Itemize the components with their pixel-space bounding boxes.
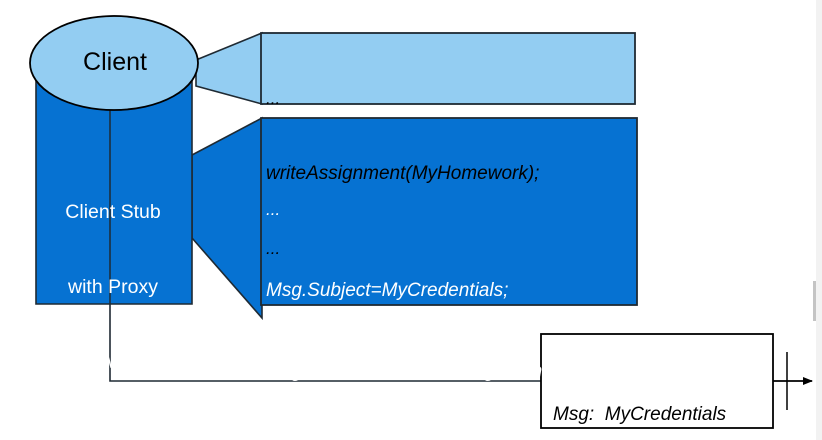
client-ellipse[interactable] (29, 15, 199, 111)
right-edge-gradient-strip (816, 0, 822, 440)
message-box[interactable] (540, 333, 774, 429)
client-code-callout-box[interactable] (260, 32, 636, 105)
client-callout-tail (195, 31, 263, 106)
stub-code-callout-box[interactable] (260, 117, 638, 306)
stub-callout-tail (191, 116, 263, 321)
offscreen-edge-sliver (813, 281, 816, 321)
stub-to-message-line (109, 304, 541, 382)
